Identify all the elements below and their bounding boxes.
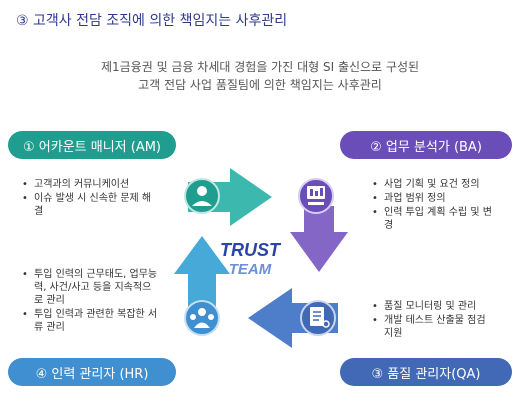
bullet-item: 품질 모니터링 및 관리 — [372, 300, 496, 313]
arrow-ba-to-qa — [290, 206, 348, 272]
center-trust-text: TRUST — [220, 240, 282, 260]
bullet-item: 고객과의 커뮤니케이션 — [22, 178, 156, 191]
account-manager-icon — [184, 178, 220, 214]
arrow-hr-to-am — [174, 236, 230, 330]
team-people-icon — [184, 300, 220, 336]
role-am-bullets: 고객과의 커뮤니케이션 이슈 발생 시 신속한 문제 해결 — [22, 178, 156, 219]
center-team-text: TEAM — [229, 261, 272, 278]
bullet-item: 개발 테스트 산출물 점검 지원 — [372, 314, 496, 340]
role-hr-bullets: 투입 인력의 근무태도, 업무능력, 사건/사고 등을 지속적으로 관리 투입 … — [22, 268, 160, 335]
cycle-diagram: TRUST TEAM — [174, 168, 348, 348]
analyst-icon — [298, 178, 334, 214]
role-hr-label: ④ 인력 관리자 (HR) — [8, 358, 176, 386]
role-ba-label: ② 업무 분석가 (BA) — [340, 131, 512, 159]
page-title: ③ 고객사 전담 조직에 의한 책임지는 사후관리 — [16, 13, 288, 29]
bullet-item: 투입 인력과 관련한 복잡한 서류 관리 — [22, 308, 160, 334]
subtitle-line-2: 고객 전담 사업 품질팀에 의한 책임지는 사후관리 — [138, 78, 382, 92]
bullet-item: 인력 투입 계획 수립 및 변경 — [372, 206, 496, 232]
role-am-label: ① 어카운트 매니저 (AM) — [8, 131, 176, 159]
role-qa-label: ③ 품질 관리자(QA) — [340, 358, 512, 386]
bullet-item: 투입 인력의 근무태도, 업무능력, 사건/사고 등을 지속적으로 관리 — [22, 268, 160, 307]
bullet-item: 사업 기획 및 요건 정의 — [372, 178, 496, 191]
bullet-item: 이슈 발생 시 신속한 문제 해결 — [22, 192, 156, 218]
quality-checklist-icon — [300, 300, 336, 336]
subtitle-line-1: 제1금융권 및 금융 차세대 경험을 가진 대형 SI 출신으로 구성된 — [100, 60, 420, 74]
role-ba-bullets: 사업 기획 및 요건 정의 과업 범위 정의 인력 투입 계획 수립 및 변경 — [372, 178, 496, 233]
bullet-item: 과업 범위 정의 — [372, 192, 496, 205]
role-qa-bullets: 품질 모니터링 및 관리 개발 테스트 산출물 점검 지원 — [372, 300, 496, 341]
